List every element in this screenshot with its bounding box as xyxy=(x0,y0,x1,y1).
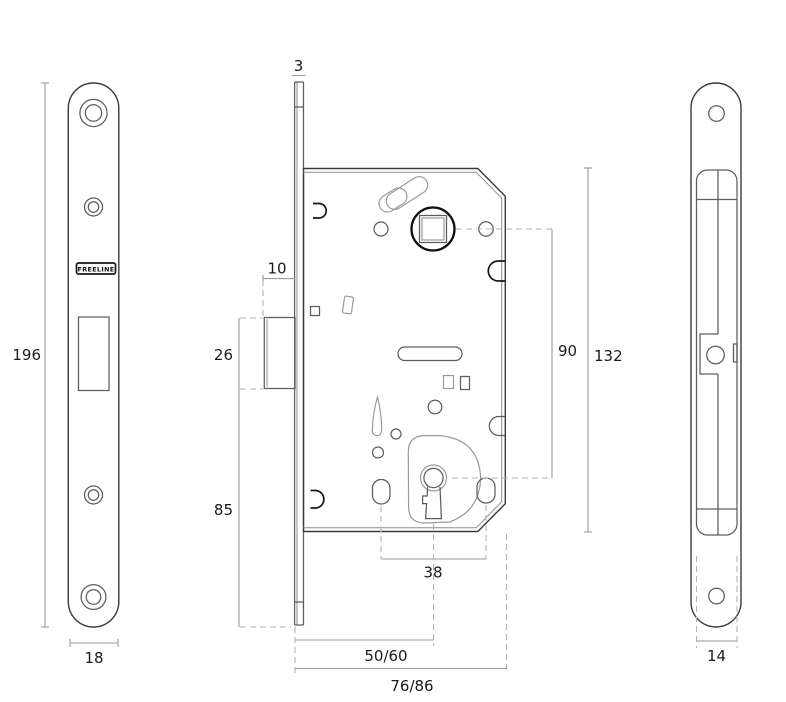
lock-case-outline xyxy=(302,167,506,533)
hub-square-hole xyxy=(418,214,448,244)
notch-left-lower xyxy=(310,489,325,509)
case-edge-tab xyxy=(732,343,738,363)
dim-latch-height-label: 26 xyxy=(214,346,233,364)
locking-lever-pin xyxy=(378,187,408,213)
dim-lower-plate-label: 85 xyxy=(214,501,233,519)
screw-hole-lower-outer xyxy=(83,485,104,505)
dim-latch-projection-label: 10 xyxy=(267,260,286,278)
dim-case-thickness-label: 14 xyxy=(707,647,726,665)
lock-case-inner-edge xyxy=(303,171,503,529)
faceplate-outline xyxy=(67,82,120,628)
screw-hole-upper-inner xyxy=(87,201,100,213)
case-edge-step xyxy=(699,333,718,375)
latch-cutout xyxy=(77,316,110,392)
dim-faceplate-thickness-label: 3 xyxy=(294,57,304,75)
body-view: 3 xyxy=(214,57,623,695)
screw-hole-top-inner xyxy=(84,104,103,122)
dim-slot-spacing-label: 38 xyxy=(423,564,442,582)
keyhole-stem xyxy=(421,486,443,520)
dim-case-height-label: 132 xyxy=(594,347,623,365)
brand-plate xyxy=(75,262,117,275)
locking-lever xyxy=(385,176,429,210)
notch-right-upper xyxy=(487,260,506,282)
keyhole-circle xyxy=(423,467,444,489)
side-screw-hole-bottom xyxy=(708,587,725,605)
dim-backset-label: 50/60 xyxy=(364,647,407,665)
stop-square-dark xyxy=(459,375,471,391)
screw-hole-lower-inner xyxy=(87,489,100,501)
dim-plate-width-label: 18 xyxy=(84,649,103,667)
brand-label: FREELINE xyxy=(78,265,115,273)
spring-leaf xyxy=(371,394,383,437)
screw-hole-bottom-outer xyxy=(80,583,107,611)
case-edge-outline xyxy=(695,169,738,536)
handle-follower-hub xyxy=(410,206,456,252)
keyhole-outer-ring xyxy=(419,464,448,492)
key-cylinder-case xyxy=(407,435,482,524)
side-plate-outline xyxy=(690,82,742,628)
notch-right-lower xyxy=(488,415,506,437)
side-screw-hole-top xyxy=(708,105,725,122)
side-view: 14 xyxy=(690,82,742,665)
latch-bolt xyxy=(263,316,296,390)
rivet-left-of-hub xyxy=(373,221,389,237)
dim-case-depth-label: 76/86 xyxy=(390,677,433,695)
case-edge-hole xyxy=(706,345,725,365)
screw-hole-bottom-inner xyxy=(85,589,102,605)
stop-square-light xyxy=(442,374,455,390)
rivet-small-a xyxy=(390,428,402,440)
dim-plate-height-label: 196 xyxy=(12,346,41,364)
fixing-slot-right xyxy=(476,477,496,504)
small-square-hole xyxy=(309,305,321,317)
screw-hole-upper-outer xyxy=(83,197,104,217)
slide-slot xyxy=(397,346,463,362)
fixing-slot-left xyxy=(371,478,391,505)
screw-hole-top-outer xyxy=(79,98,108,128)
rivet-center xyxy=(427,399,443,415)
hub-square-hole-inner xyxy=(421,217,445,241)
spring-notch-top-left xyxy=(313,202,328,219)
rivet-small-b xyxy=(371,446,385,459)
spring-tab xyxy=(341,295,355,315)
dim-follower-to-cylinder-label: 90 xyxy=(558,342,577,360)
front-view: 196 FREELINE 18 xyxy=(12,82,120,667)
